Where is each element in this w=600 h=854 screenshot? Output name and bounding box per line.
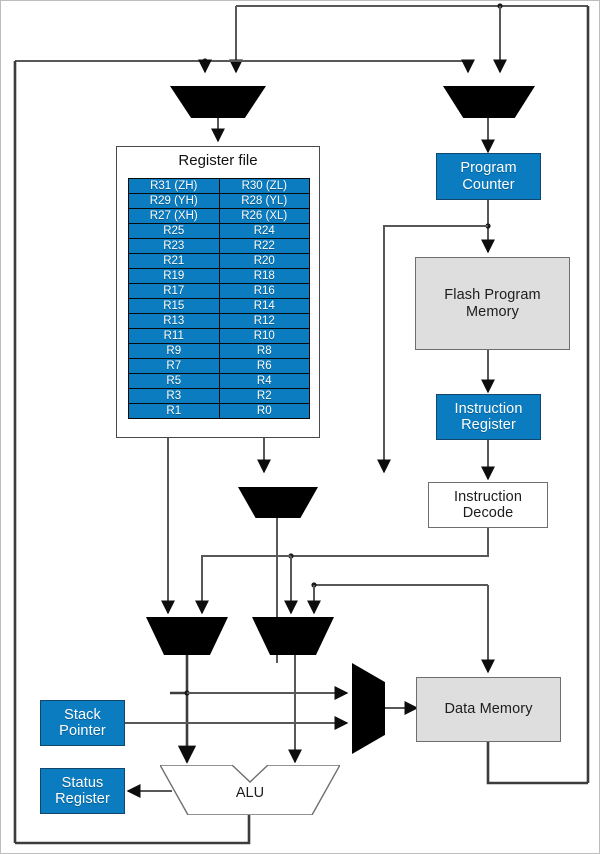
register-cell-r18: R18 xyxy=(218,268,310,284)
status-register-label-line1: Status xyxy=(61,774,104,791)
register-cell-r11: R11 xyxy=(128,328,220,344)
register-cell-r4: R4 xyxy=(218,373,310,389)
register-cell-r5: R5 xyxy=(128,373,220,389)
register-cell-r12: R12 xyxy=(218,313,310,329)
register-cell-r9: R9 xyxy=(128,343,220,359)
register-file-title: Register file xyxy=(178,152,258,169)
data-memory-label: Data Memory xyxy=(444,701,533,718)
instruction-register-block: Instruction Register xyxy=(436,394,541,440)
register-file-table: R31 (ZH)R30 (ZL)R29 (YH)R28 (YL)R27 (XH)… xyxy=(128,178,310,419)
register-cell-r1: R1 xyxy=(128,403,220,419)
flash-program-memory-block: Flash Program Memory xyxy=(415,257,570,350)
flash-program-memory-label-line1: Flash Program xyxy=(444,287,541,304)
operand-b-mux xyxy=(252,617,334,655)
register-cell-r22: R22 xyxy=(218,238,310,254)
status-register-label-line2: Register xyxy=(55,791,110,807)
register-cell-r8: R8 xyxy=(218,343,310,359)
register-cell-r7: R7 xyxy=(128,358,220,374)
operand-a-mux xyxy=(146,617,228,655)
register-cell-r19: R19 xyxy=(128,268,220,284)
register-cell-r13: R13 xyxy=(128,313,220,329)
register-file-row: R27 (XH)R26 (XL) xyxy=(128,208,310,224)
register-file-write-mux xyxy=(170,86,266,118)
data-memory-block: Data Memory xyxy=(416,677,561,742)
instruction-register-label-line2: Register xyxy=(461,417,516,433)
register-cell-r29: R29 (YH) xyxy=(128,193,220,209)
register-cell-r28: R28 (YL) xyxy=(218,193,310,209)
flash-program-memory-label-line2: Memory xyxy=(466,303,519,320)
program-counter-label-line2: Counter xyxy=(462,176,515,193)
register-cell-r0: R0 xyxy=(218,403,310,419)
register-cell-r30: R30 (ZL) xyxy=(218,178,310,194)
register-cell-r31: R31 (ZH) xyxy=(128,178,220,194)
instruction-register-label-line1: Instruction xyxy=(454,400,523,417)
register-cell-r23: R23 xyxy=(128,238,220,254)
address-mux xyxy=(238,487,318,518)
register-file-row: R29 (YH)R28 (YL) xyxy=(128,193,310,209)
stack-pointer-label-line2: Pointer xyxy=(59,723,106,739)
register-cell-r15: R15 xyxy=(128,298,220,314)
register-cell-r26: R26 (XL) xyxy=(218,208,310,224)
stack-pointer-label-line1: Stack xyxy=(64,706,101,723)
instruction-decode-label-line1: Instruction xyxy=(454,488,522,505)
register-cell-r6: R6 xyxy=(218,358,310,374)
register-cell-r21: R21 xyxy=(128,253,220,269)
register-cell-r2: R2 xyxy=(218,388,310,404)
register-cell-r17: R17 xyxy=(128,283,220,299)
alu-shape xyxy=(160,765,340,815)
register-cell-r24: R24 xyxy=(218,223,310,239)
instruction-decode-block: Instruction Decode xyxy=(428,482,548,528)
alu-block: ALU xyxy=(160,765,340,815)
program-counter-mux xyxy=(443,86,535,118)
register-file-row: R31 (ZH)R30 (ZL) xyxy=(128,178,310,194)
stack-pointer-block: Stack Pointer xyxy=(40,700,125,746)
status-register-block: Status Register xyxy=(40,768,125,814)
register-cell-r14: R14 xyxy=(218,298,310,314)
program-counter-label-line1: Program xyxy=(460,160,517,177)
register-cell-r16: R16 xyxy=(218,283,310,299)
register-cell-r27: R27 (XH) xyxy=(128,208,220,224)
program-counter-block: Program Counter xyxy=(436,153,541,200)
register-cell-r25: R25 xyxy=(128,223,220,239)
register-cell-r20: R20 xyxy=(218,253,310,269)
alu-label: ALU xyxy=(235,785,265,801)
register-cell-r10: R10 xyxy=(218,328,310,344)
register-file: Register file R31 (ZH)R30 (ZL)R29 (YH)R2… xyxy=(116,146,320,438)
register-cell-r3: R3 xyxy=(128,388,220,404)
data-bus-driver-mux xyxy=(352,663,385,754)
instruction-decode-label-line2: Decode xyxy=(462,505,514,521)
